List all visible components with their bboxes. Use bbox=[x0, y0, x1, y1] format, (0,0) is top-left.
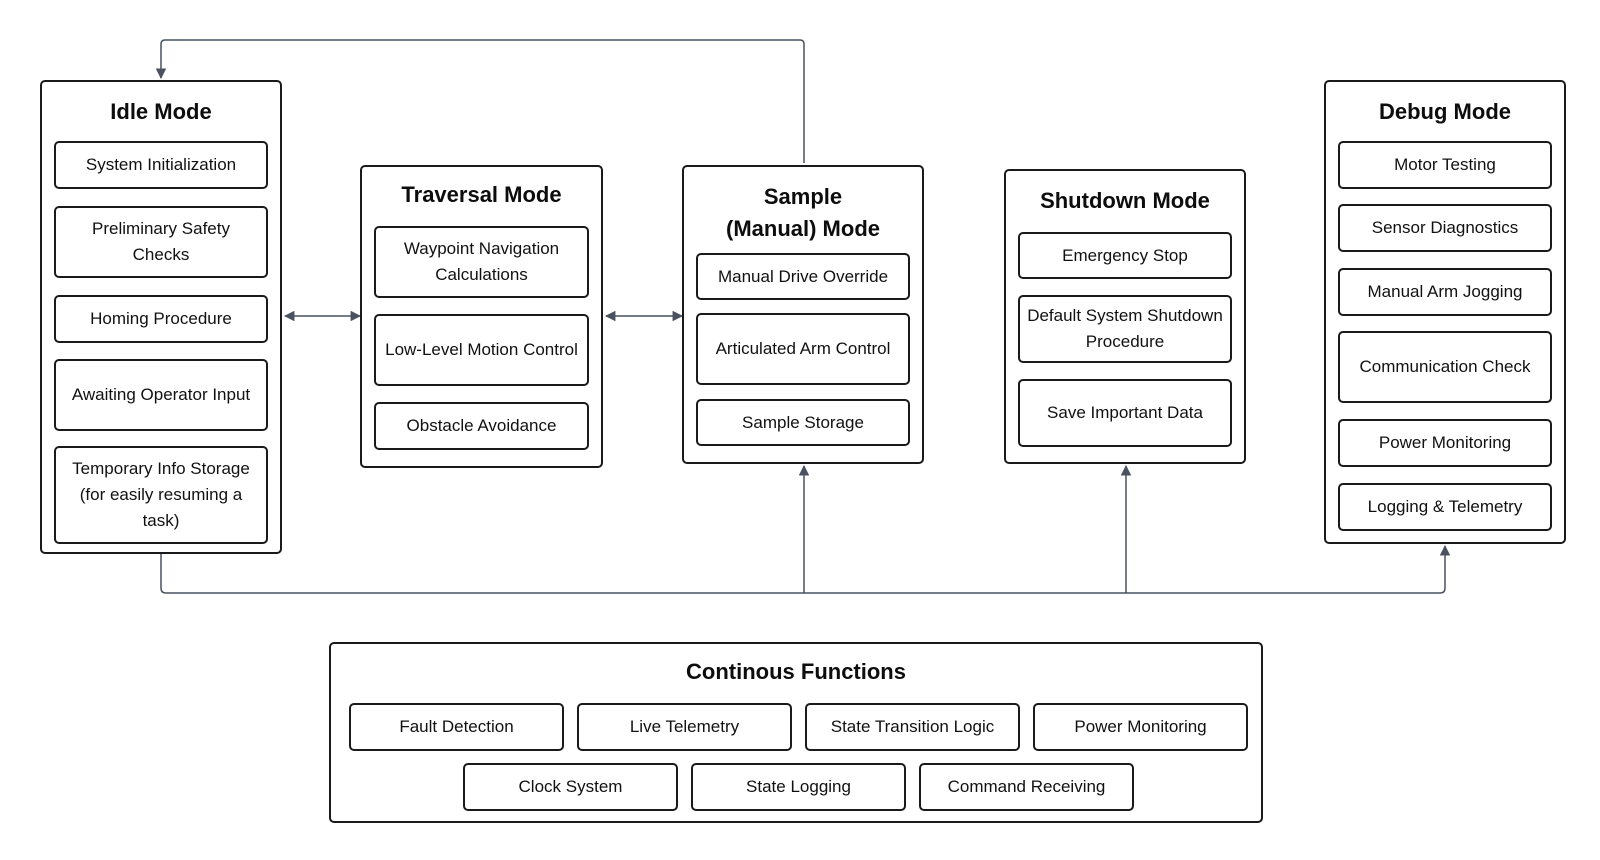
sample-mode-box: Sample (Manual) Mode Manual Drive Overri… bbox=[682, 165, 924, 464]
idle-mode-title: Idle Mode bbox=[110, 99, 212, 124]
debug-item-motor-testing: Motor Testing bbox=[1338, 141, 1552, 189]
debug-item-communication-check: Communication Check bbox=[1338, 331, 1552, 403]
traversal-item-waypoint-navigation: Waypoint Navigation Calculations bbox=[374, 226, 589, 298]
traversal-item-obstacle-avoidance: Obstacle Avoidance bbox=[374, 402, 589, 450]
continuous-item-fault-detection: Fault Detection bbox=[349, 703, 564, 751]
traversal-mode-title: Traversal Mode bbox=[401, 182, 562, 207]
continuous-item-power-monitoring: Power Monitoring bbox=[1033, 703, 1248, 751]
sample-mode-title: Sample (Manual) Mode bbox=[726, 184, 880, 241]
debug-item-power-monitoring: Power Monitoring bbox=[1338, 419, 1552, 467]
continuous-functions-box: Continous Functions Fault Detection Live… bbox=[329, 642, 1263, 823]
connector-idle-bus bbox=[160, 544, 1451, 594]
continuous-item-clock-system: Clock System bbox=[463, 763, 678, 811]
continuous-item-state-transition-logic: State Transition Logic bbox=[805, 703, 1020, 751]
continuous-item-state-logging: State Logging bbox=[691, 763, 906, 811]
traversal-item-low-level-motion-control: Low-Level Motion Control bbox=[374, 314, 589, 386]
idle-item-awaiting-operator-input: Awaiting Operator Input bbox=[54, 359, 268, 431]
shutdown-item-save-important-data: Save Important Data bbox=[1018, 379, 1232, 447]
debug-mode-box: Debug Mode Motor Testing Sensor Diagnost… bbox=[1324, 80, 1566, 544]
traversal-mode-box: Traversal Mode Waypoint Navigation Calcu… bbox=[360, 165, 603, 468]
idle-item-homing-procedure: Homing Procedure bbox=[54, 295, 268, 343]
shutdown-item-default-shutdown-procedure: Default System Shutdown Procedure bbox=[1018, 295, 1232, 363]
continuous-functions-title: Continous Functions bbox=[686, 659, 906, 684]
continuous-item-command-receiving: Command Receiving bbox=[919, 763, 1134, 811]
debug-item-logging-telemetry: Logging & Telemetry bbox=[1338, 483, 1552, 531]
idle-item-temporary-info-storage: Temporary Info Storage (for easily resum… bbox=[54, 446, 268, 544]
debug-item-manual-arm-jogging: Manual Arm Jogging bbox=[1338, 268, 1552, 316]
sample-item-manual-drive-override: Manual Drive Override bbox=[696, 253, 910, 300]
shutdown-mode-title: Shutdown Mode bbox=[1040, 188, 1210, 213]
sample-item-articulated-arm-control: Articulated Arm Control bbox=[696, 313, 910, 385]
idle-mode-box: Idle Mode System Initialization Prelimin… bbox=[40, 80, 282, 554]
idle-item-preliminary-safety-checks: Preliminary Safety Checks bbox=[54, 206, 268, 278]
continuous-item-live-telemetry: Live Telemetry bbox=[577, 703, 792, 751]
shutdown-mode-box: Shutdown Mode Emergency Stop Default Sys… bbox=[1004, 169, 1246, 464]
shutdown-item-emergency-stop: Emergency Stop bbox=[1018, 232, 1232, 279]
idle-item-system-initialization: System Initialization bbox=[54, 141, 268, 189]
debug-item-sensor-diagnostics: Sensor Diagnostics bbox=[1338, 204, 1552, 252]
sample-item-sample-storage: Sample Storage bbox=[696, 399, 910, 446]
debug-mode-title: Debug Mode bbox=[1379, 99, 1511, 124]
